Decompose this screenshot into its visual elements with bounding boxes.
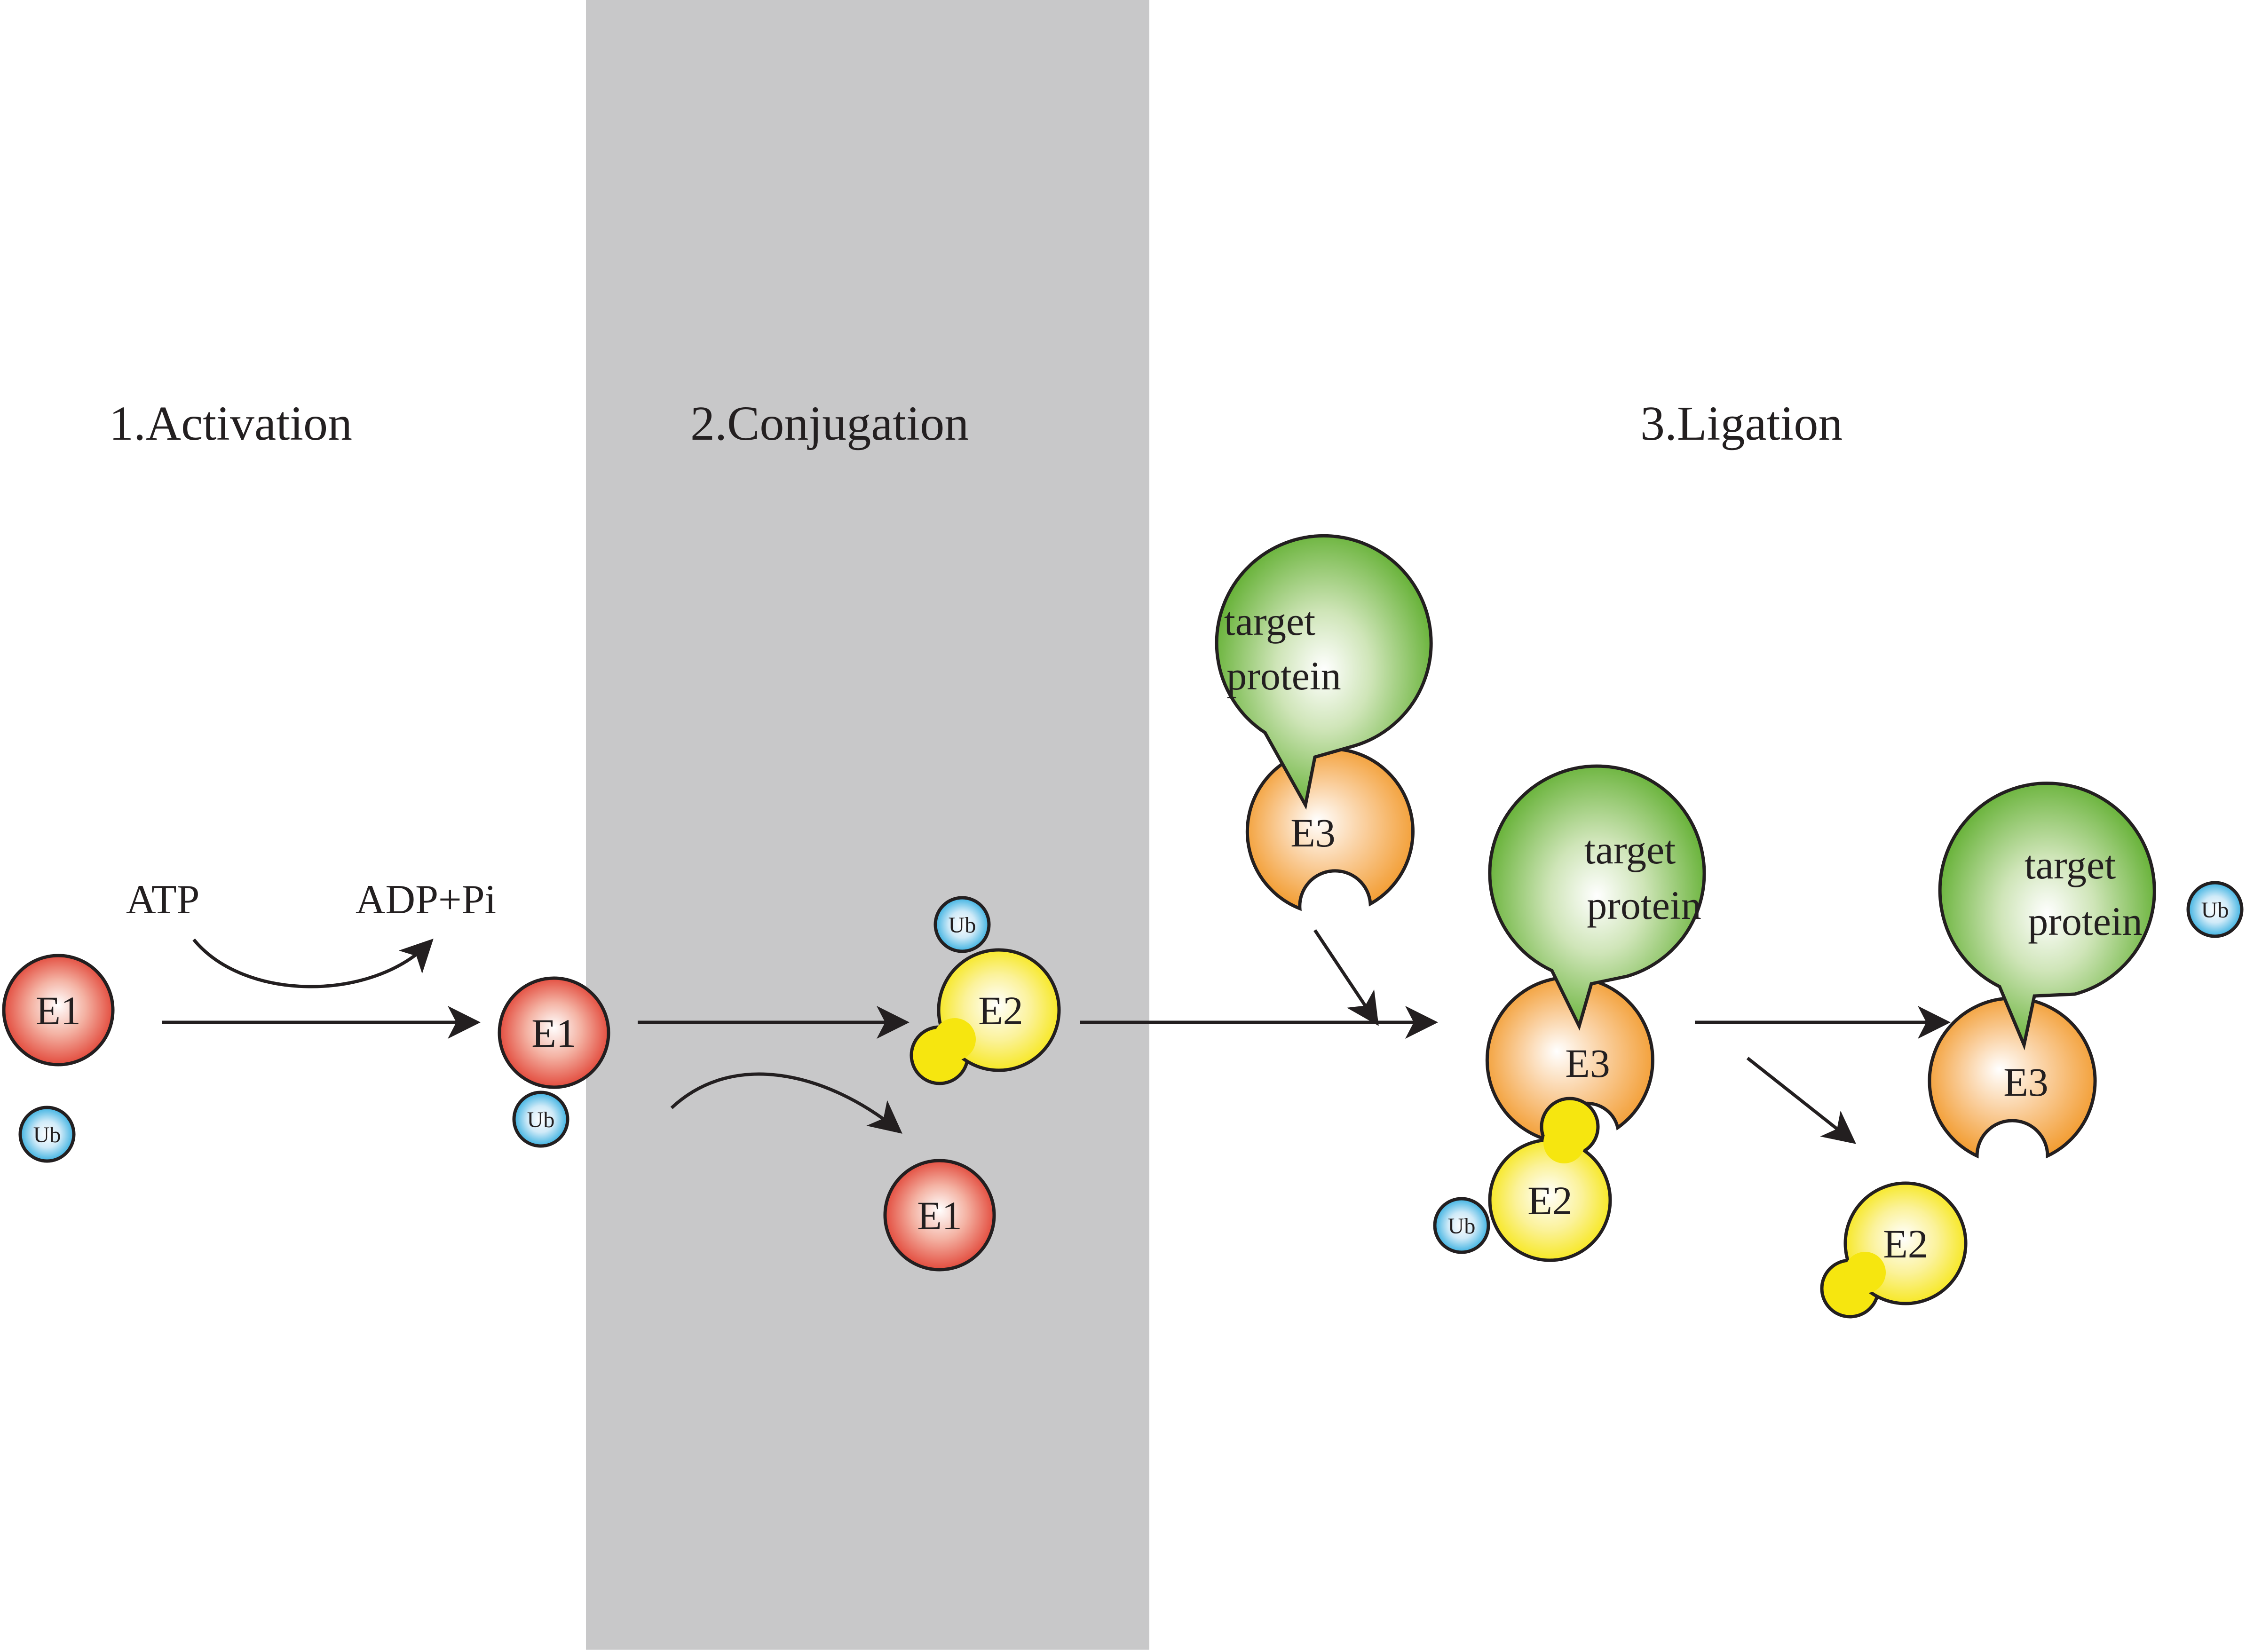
e2-released: E2 (1820, 1181, 1968, 1319)
ub-label: Ub (2201, 898, 2229, 923)
target-protein-line2: protein (1226, 653, 1341, 698)
conjugation-band (586, 0, 1149, 1650)
stage-title-ligation: 3.Ligation (1640, 396, 1843, 451)
e2-label: E2 (1527, 1178, 1573, 1223)
ub-label: Ub (527, 1107, 555, 1132)
ub-label: Ub (33, 1122, 61, 1147)
e2-release-arrow (1746, 1057, 1856, 1144)
e3-target-complex-initial: E3 target protein (1215, 534, 1433, 911)
ub-free: Ub (18, 1106, 76, 1163)
e3-label: E3 (1290, 810, 1336, 855)
target-protein-line1: target (1224, 599, 1315, 644)
e1-label: E1 (36, 988, 81, 1033)
e3-e2-target-complex: E3 E2 Ub target protein (1433, 764, 1706, 1262)
atp-label: ATP (126, 877, 200, 923)
e1-free: E1 (2, 954, 115, 1067)
e3-label: E3 (1565, 1041, 1610, 1086)
e1-label: E1 (917, 1193, 962, 1238)
atp-to-adp-arrow (192, 938, 434, 988)
e1-label: E1 (531, 1011, 577, 1056)
target-protein-line1: target (2025, 842, 2116, 887)
e2-label: E2 (978, 988, 1023, 1033)
stage-title-activation: 1.Activation (109, 396, 352, 451)
target-protein-line2: protein (2028, 899, 2143, 944)
e2-label: E2 (1883, 1221, 1928, 1266)
e1-release-arrow (670, 1072, 902, 1134)
target-protein-line1: target (1584, 827, 1676, 872)
ub-label: Ub (949, 913, 976, 938)
target-protein-line2: protein (1587, 883, 1701, 928)
e3-binding-arrow (1313, 929, 1379, 1026)
adp-pi-label: ADP+Pi (356, 877, 496, 923)
e3-label: E3 (2003, 1059, 2048, 1105)
e2-ub-complex: E2 Ub (909, 896, 1061, 1085)
e1-ub-complex: E1 Ub (498, 976, 610, 1148)
stage-title-conjugation: 2.Conjugation (690, 396, 969, 451)
e3-ubiquitinated-target: E3 target protein Ub (1928, 782, 2244, 1159)
e1-released: E1 (883, 1159, 996, 1272)
ub-label: Ub (1448, 1214, 1476, 1239)
